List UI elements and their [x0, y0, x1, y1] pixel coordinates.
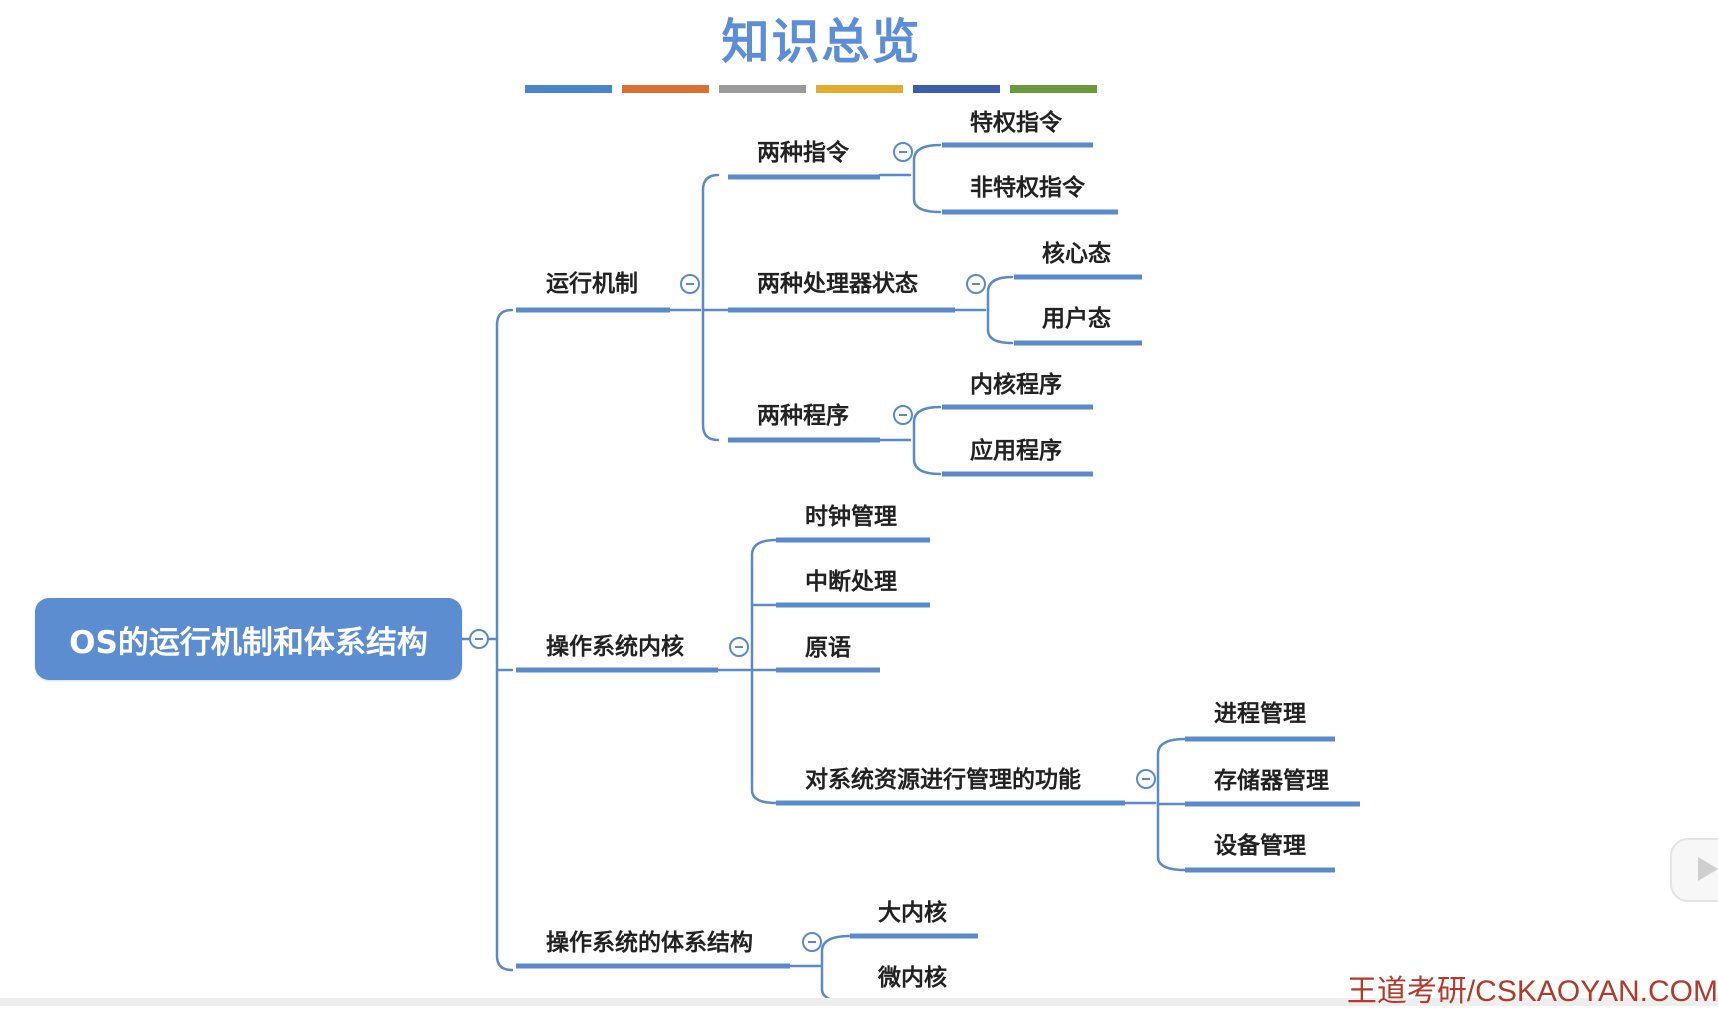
node-os-architecture[interactable]: 操作系统的体系结构: [546, 930, 753, 956]
collapse-resource-management-icon[interactable]: [1136, 769, 1156, 789]
play-icon[interactable]: [1670, 838, 1718, 902]
node-non-privileged[interactable]: 非特权指令: [970, 175, 1085, 201]
node-two-states[interactable]: 两种处理器状态: [757, 271, 918, 297]
node-app-program[interactable]: 应用程序: [970, 438, 1062, 464]
node-user-mode[interactable]: 用户态: [1042, 306, 1111, 332]
node-kernel-program[interactable]: 内核程序: [970, 372, 1062, 398]
color-bar-1: [525, 85, 612, 93]
footer-watermark: 王道考研/CSKAOYAN.COM: [1346, 975, 1718, 1008]
node-interrupt-handling[interactable]: 中断处理: [805, 569, 897, 595]
node-two-programs[interactable]: 两种程序: [757, 403, 849, 429]
collapse-two-instructions-icon[interactable]: [893, 142, 913, 162]
collapse-root-icon[interactable]: [469, 629, 489, 649]
color-bar-2: [622, 85, 709, 93]
node-mechanism[interactable]: 运行机制: [546, 271, 638, 297]
node-memory-management[interactable]: 存储器管理: [1214, 768, 1329, 794]
node-primitive[interactable]: 原语: [805, 635, 851, 661]
node-monolithic-kernel[interactable]: 大内核: [878, 900, 947, 926]
node-kernel-mode[interactable]: 核心态: [1042, 241, 1111, 267]
node-resource-management[interactable]: 对系统资源进行管理的功能: [805, 767, 1081, 793]
node-device-management[interactable]: 设备管理: [1214, 833, 1306, 859]
node-microkernel[interactable]: 微内核: [878, 965, 947, 991]
node-clock-management[interactable]: 时钟管理: [805, 504, 897, 530]
color-bar-6: [1010, 85, 1097, 93]
node-process-management[interactable]: 进程管理: [1214, 701, 1306, 727]
node-os-kernel[interactable]: 操作系统内核: [546, 634, 684, 660]
color-bar-5: [913, 85, 1000, 93]
bottom-strip: [0, 998, 1718, 1006]
collapse-two-programs-icon[interactable]: [893, 405, 913, 425]
node-privileged[interactable]: 特权指令: [970, 110, 1062, 136]
page-title: 知识总览: [721, 14, 922, 70]
collapse-mechanism-icon[interactable]: [680, 274, 700, 294]
color-bar-4: [816, 85, 903, 93]
collapse-os-kernel-icon[interactable]: [729, 637, 749, 657]
collapse-os-architecture-icon[interactable]: [802, 932, 822, 952]
node-two-instructions[interactable]: 两种指令: [757, 140, 849, 166]
color-bar-3: [719, 85, 806, 93]
collapse-two-states-icon[interactable]: [966, 274, 986, 294]
root-node[interactable]: OS的运行机制和体系结构: [35, 598, 462, 680]
